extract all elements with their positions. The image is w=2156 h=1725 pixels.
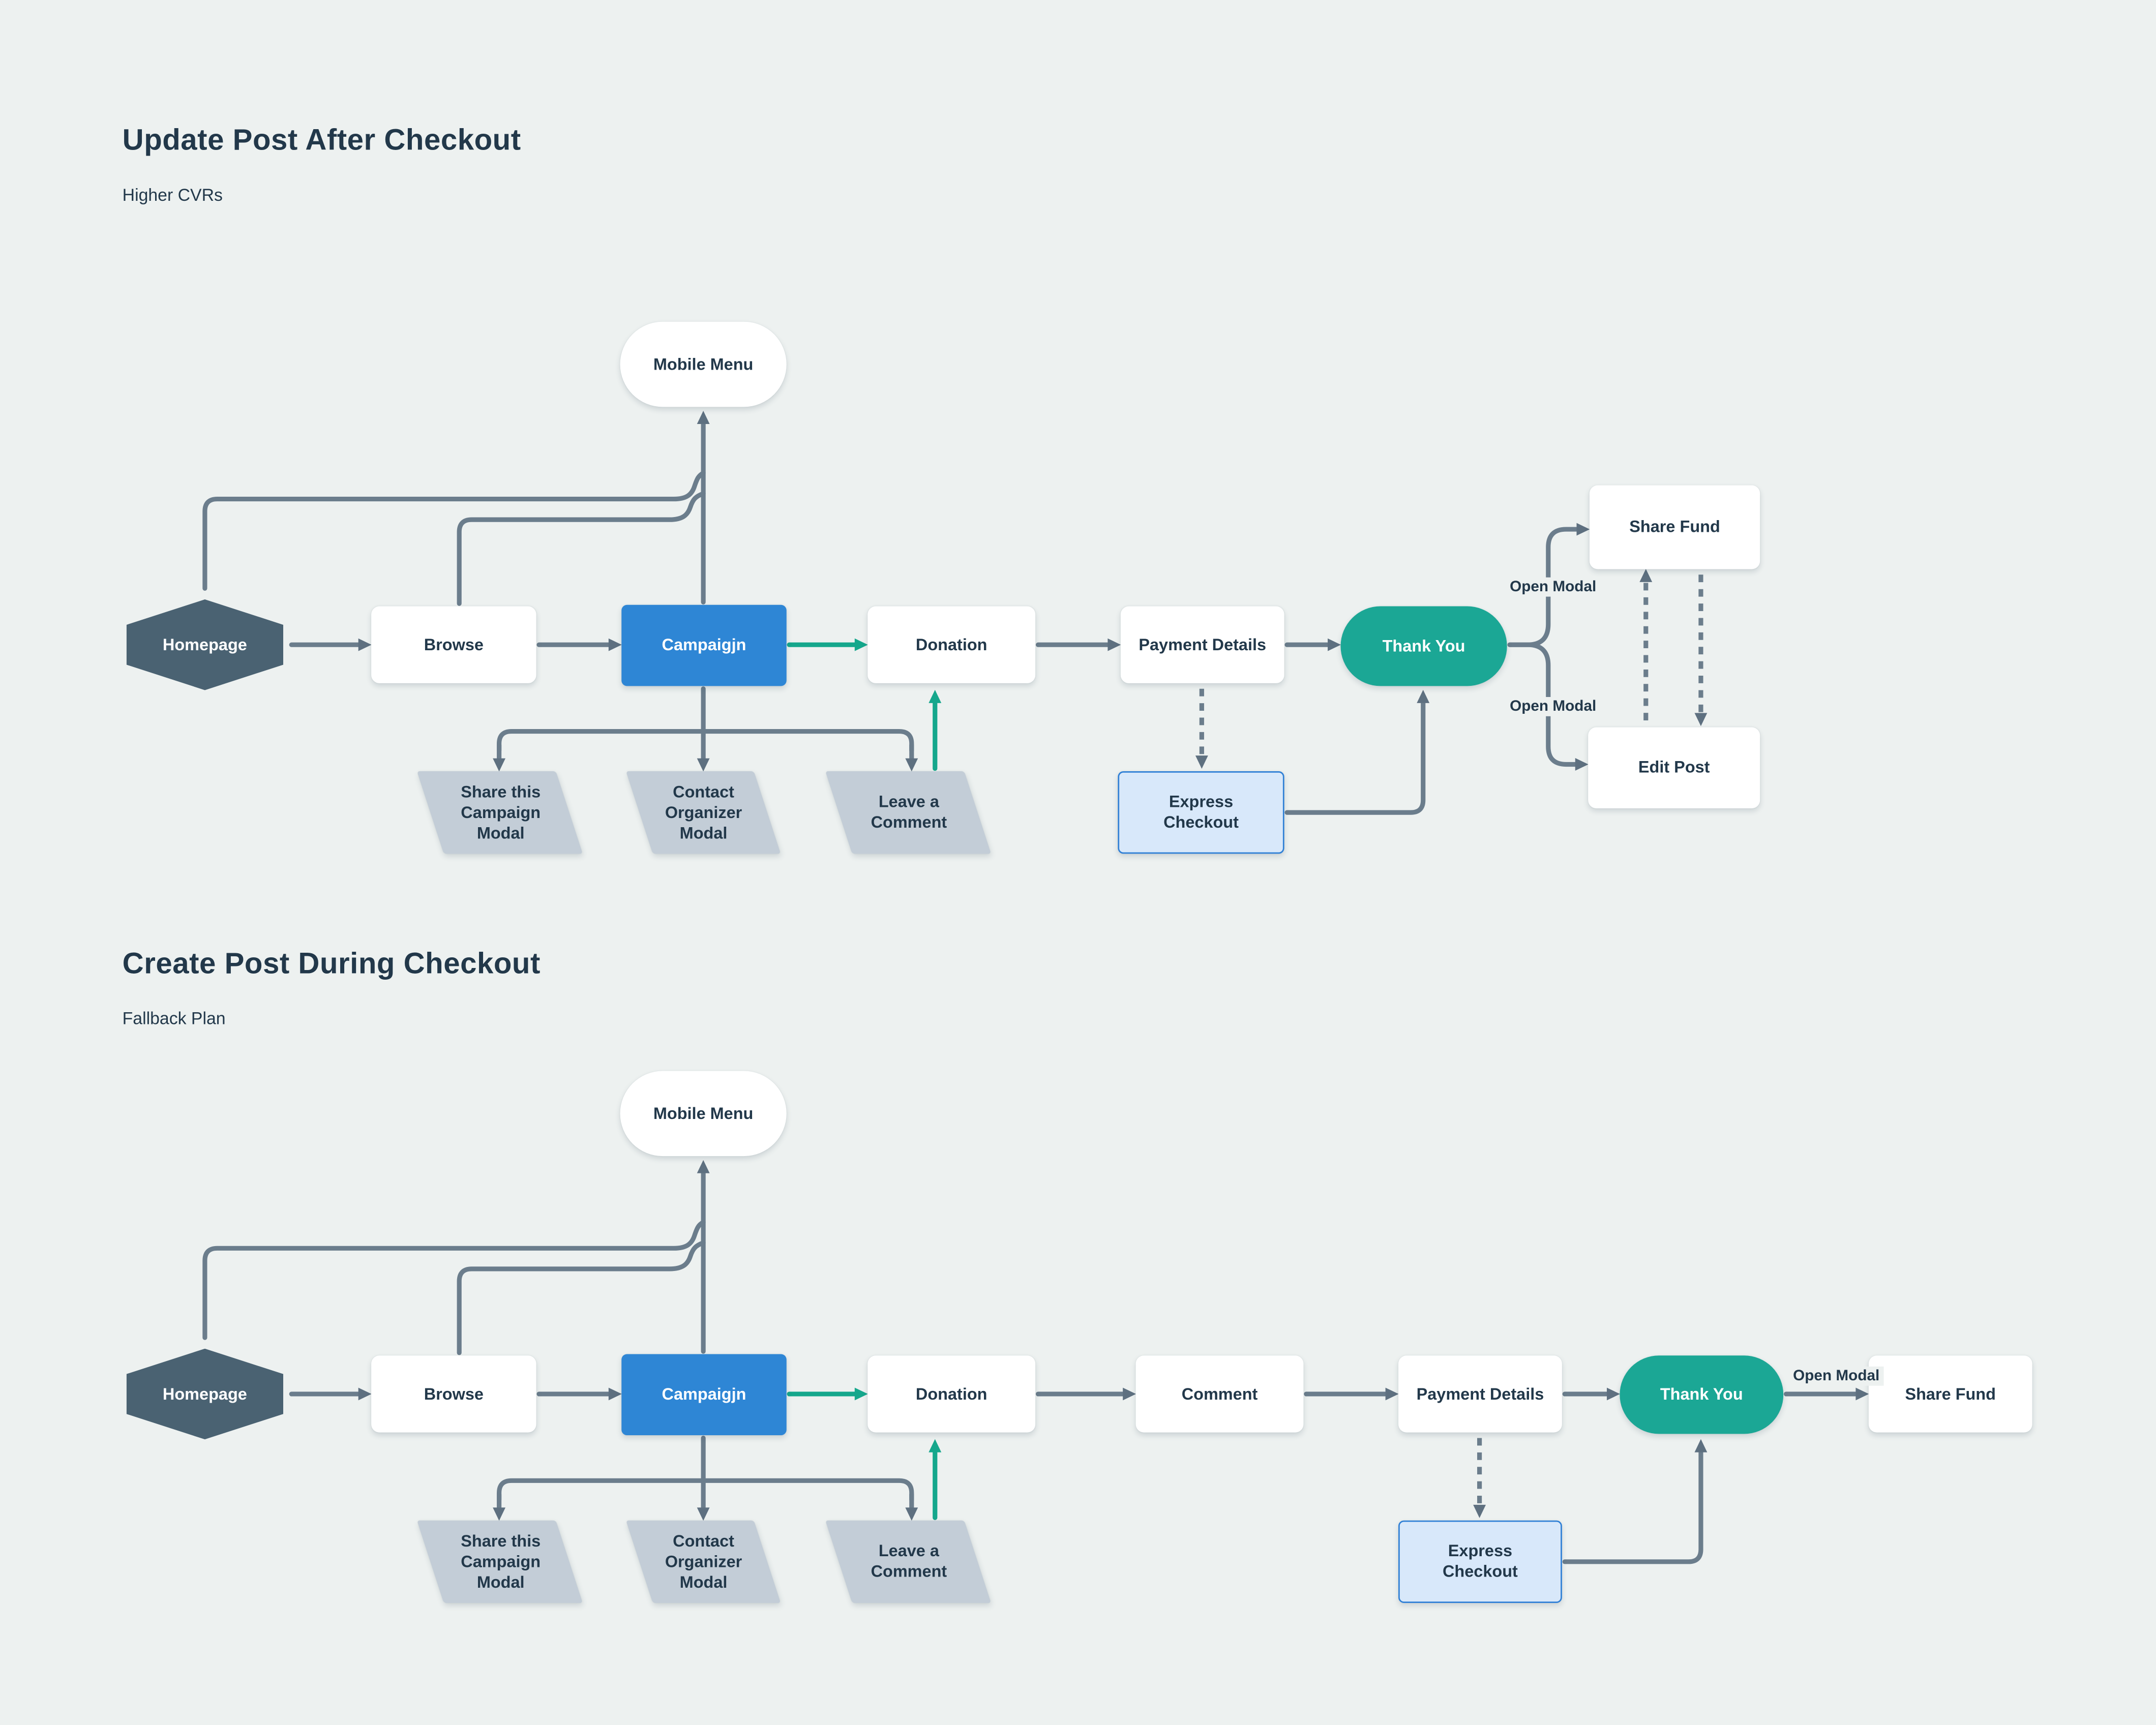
f2-node-payment-details[interactable]: Payment Details bbox=[1398, 1355, 1562, 1433]
f2-node-comment[interactable]: Comment bbox=[1135, 1355, 1304, 1433]
edge-f1-campaign-modals-bar bbox=[496, 729, 914, 753]
f1-node-browse[interactable]: Browse bbox=[371, 606, 536, 683]
f1-donation-label: Donation bbox=[915, 634, 987, 654]
f1-share-campaign-modal-label: Share this Campaign Modal bbox=[460, 781, 540, 842]
f2-campaign-label: Campaigjn bbox=[662, 1384, 746, 1404]
f2-open-modal-label: Open Modal bbox=[1789, 1366, 1884, 1386]
edge-f2-express-thankyou bbox=[1562, 1439, 1708, 1564]
f2-node-express-checkout[interactable]: Express Checkout bbox=[1398, 1520, 1562, 1603]
f1-node-campaign[interactable]: Campaigjn bbox=[621, 604, 787, 686]
f1-campaign-label: Campaigjn bbox=[662, 635, 746, 655]
f1-share-fund-label: Share Fund bbox=[1629, 517, 1720, 536]
f2-node-share-fund[interactable]: Share Fund bbox=[1868, 1355, 2032, 1433]
edge-f1-homepage-up-to-menu bbox=[202, 470, 706, 591]
f1-contact-organizer-modal-label: Contact Organizer Modal bbox=[665, 781, 742, 842]
f1-node-thank-you[interactable]: Thank You bbox=[1340, 606, 1507, 686]
f2-mobile-menu-label: Mobile Menu bbox=[653, 1103, 754, 1123]
f2-node-share-campaign-modal[interactable]: Share this Campaign Modal bbox=[417, 1520, 583, 1603]
f1-payment-details-label: Payment Details bbox=[1139, 634, 1267, 654]
f2-browse-label: Browse bbox=[424, 1383, 484, 1403]
f1-node-mobile-menu[interactable]: Mobile Menu bbox=[620, 321, 787, 407]
f2-donation-label: Donation bbox=[915, 1383, 987, 1403]
f1-browse-label: Browse bbox=[424, 634, 484, 654]
f2-payment-details-label: Payment Details bbox=[1416, 1383, 1544, 1403]
f2-node-thank-you[interactable]: Thank You bbox=[1620, 1355, 1784, 1434]
f1-node-donation[interactable]: Donation bbox=[867, 606, 1036, 683]
f1-node-share-campaign-modal[interactable]: Share this Campaign Modal bbox=[417, 771, 583, 854]
f2-express-checkout-label: Express Checkout bbox=[1443, 1541, 1518, 1581]
f2-node-contact-organizer-modal[interactable]: Contact Organizer Modal bbox=[626, 1520, 781, 1603]
f2-node-mobile-menu[interactable]: Mobile Menu bbox=[620, 1071, 787, 1157]
f2-share-campaign-modal-label: Share this Campaign Modal bbox=[460, 1530, 540, 1591]
f1-edit-post-label: Edit Post bbox=[1638, 757, 1710, 777]
f2-leave-a-comment-label: Leave a Comment bbox=[870, 1541, 946, 1581]
f2-node-browse[interactable]: Browse bbox=[371, 1355, 536, 1433]
f2-node-campaign[interactable]: Campaigjn bbox=[621, 1354, 787, 1436]
f1-node-payment-details[interactable]: Payment Details bbox=[1120, 606, 1284, 683]
f2-homepage-label: Homepage bbox=[162, 1383, 247, 1403]
flow1-title: Update Post After Checkout bbox=[122, 124, 521, 157]
flow1-subtitle: Higher CVRs bbox=[122, 186, 223, 205]
edge-f2-homepage-up-to-menu bbox=[202, 1220, 706, 1340]
f1-express-checkout-label: Express Checkout bbox=[1163, 792, 1239, 832]
edge-f2-campaign-modals-bar bbox=[496, 1478, 914, 1502]
f1-homepage-label: Homepage bbox=[162, 634, 247, 654]
f1-leave-a-comment-label: Leave a Comment bbox=[870, 792, 946, 832]
f2-comment-label: Comment bbox=[1181, 1383, 1258, 1403]
edge-f1-thankyou-editpost bbox=[1507, 642, 1589, 771]
edge-f2-browse-up-to-menu bbox=[457, 1240, 706, 1355]
f1-open-modal-label-bottom: Open Modal bbox=[1505, 697, 1601, 716]
edge-f1-browse-up-to-menu bbox=[457, 491, 706, 606]
f2-contact-organizer-modal-label: Contact Organizer Modal bbox=[665, 1530, 742, 1591]
flow2-subtitle: Fallback Plan bbox=[122, 1009, 226, 1028]
f1-thank-you-label: Thank You bbox=[1382, 635, 1465, 655]
f1-node-express-checkout[interactable]: Express Checkout bbox=[1118, 771, 1284, 854]
f1-node-edit-post[interactable]: Edit Post bbox=[1588, 727, 1760, 808]
flow2-title: Create Post During Checkout bbox=[122, 947, 541, 981]
edge-f1-express-thankyou bbox=[1284, 689, 1430, 815]
f2-thank-you-label: Thank You bbox=[1660, 1384, 1743, 1404]
f1-open-modal-label-top: Open Modal bbox=[1505, 577, 1601, 597]
f1-mobile-menu-label: Mobile Menu bbox=[653, 354, 754, 374]
f1-node-share-fund[interactable]: Share Fund bbox=[1589, 485, 1760, 569]
f2-node-donation[interactable]: Donation bbox=[867, 1355, 1036, 1433]
f2-share-fund-label: Share Fund bbox=[1905, 1383, 1996, 1403]
f2-node-leave-a-comment[interactable]: Leave a Comment bbox=[825, 1520, 991, 1603]
f1-node-contact-organizer-modal[interactable]: Contact Organizer Modal bbox=[626, 771, 781, 854]
f1-node-leave-a-comment[interactable]: Leave a Comment bbox=[825, 771, 991, 854]
